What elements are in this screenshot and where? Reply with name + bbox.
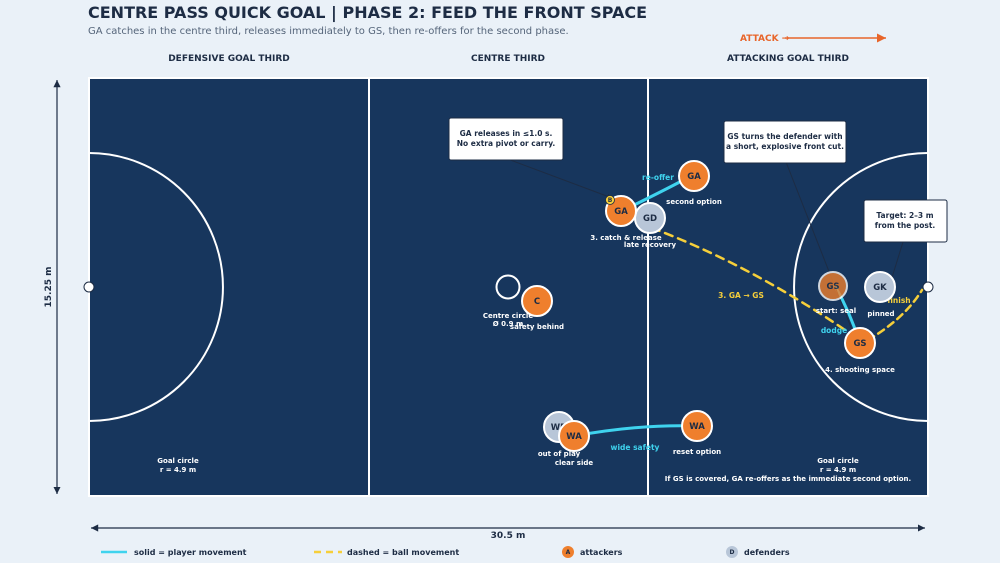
player-ga-reoffer: GA [678,160,710,192]
player-c: C [521,285,553,317]
player-wa-reset: WA [681,410,713,442]
legend-solid-label: solid = player movement [134,548,247,557]
caption-shooting-space: 4. shooting space [825,366,895,374]
callout-release-line1: GA releases in ≤1.0 s. [460,129,553,138]
legend: solid = player movement dashed = ball mo… [101,546,790,558]
caption-late-recovery: late recovery [624,241,677,249]
right-goal-circle-radius: r = 4.9 m [820,466,856,474]
finish-label: finish [887,296,910,305]
caption-out-of-play: out of play [538,450,581,458]
player-gs-shoot: GS [844,327,876,359]
legend-attacker-icon [562,546,574,558]
player-ga-reoffer-code: GA [687,172,701,182]
player-wa-start: WA [558,420,590,452]
player-ga-catch-code: GA [614,207,628,217]
goal-circle-right [793,152,929,422]
pass-label: 3. GA → GS [718,291,764,300]
player-wa-reset-code: WA [689,422,705,432]
legend-dashed-label: dashed = ball movement [347,548,459,557]
caption-pinned: pinned [867,310,894,318]
caption-safety-behind: safety behind [510,323,564,331]
goal-circle-left [88,152,224,422]
legend-defenders-label: defenders [744,548,790,557]
shot-finish-path [866,288,924,342]
wide-safety-label: wide safety [611,443,660,452]
second-option-note: If GS is covered, GA re-offers as the im… [665,475,911,483]
legend-attackers-label: attackers [580,548,623,557]
left-goal-circle-label: Goal circle [157,457,199,465]
caption-reset-option: reset option [673,448,721,456]
dodge-label: dodge [821,326,847,335]
player-gs-start: GS [818,271,848,301]
callout-release-line2: No extra pivot or carry. [457,139,556,148]
legend-defender-icon [726,546,738,558]
goal-post-right [922,281,934,293]
player-gd-code: GD [643,214,657,224]
reoffer-label: re-offer [642,173,674,182]
player-wa-start-code: WA [566,432,582,442]
player-gk: GK [864,271,896,303]
ball-badge: B [605,195,615,205]
attack-direction-label: ATTACK → [740,34,790,44]
player-wd-code: WD [551,423,567,433]
legend-defender-icon-letter: D [730,549,735,556]
callout-release: GA releases in ≤1.0 s. No extra pivot or… [448,117,564,161]
centre-circle-label: Centre circle [483,312,533,320]
release-callout-leader [504,157,613,199]
player-gk-code: GK [873,283,887,293]
player-gs-start-code: GS [826,282,839,292]
callout-turn: GS turns the defender with a short, expl… [723,120,847,164]
page-subtitle: GA catches in the centre third, releases… [88,26,569,37]
player-ga-catch: GA [605,195,637,227]
left-goal-circle-radius: r = 4.9 m [160,466,196,474]
goal-post-left [83,281,95,293]
caption-second-option: second option [666,198,722,206]
caption-catch-release: 3. catch & release [590,234,662,242]
callout-target: Target: 2–3 m from the post. [863,199,948,243]
player-c-code: C [534,297,540,307]
player-gs-shoot-code: GS [853,339,866,349]
callout-target-line2: from the post. [875,221,936,230]
centre-circle [495,274,521,300]
zone-label-attacking: ATTACKING GOAL THIRD [727,54,849,64]
width-dimension-label: 30.5 m [491,531,526,541]
legend-attacker-icon-letter: A [566,549,571,556]
player-gd: GD [634,202,666,234]
zone-label-defensive: DEFENSIVE GOAL THIRD [168,54,290,64]
turn-callout-leader [785,161,853,331]
zone-label-centre: CENTRE THIRD [471,54,545,64]
right-goal-circle-label: Goal circle [817,457,859,465]
callout-target-line1: Target: 2–3 m [876,211,933,220]
callout-turn-line1: GS turns the defender with [727,132,842,141]
callout-turn-line2: a short, explosive front cut. [726,142,844,151]
caption-clear-side: clear side [555,459,593,467]
page-title: CENTRE PASS QUICK GOAL | PHASE 2: FEED T… [88,3,647,23]
height-dimension-label: 15.25 m [44,267,54,308]
centre-circle-diameter: Ø 0.9 m [493,320,524,328]
ball-badge-label: B [608,197,613,204]
caption-start-seal: start: seal [816,307,856,315]
